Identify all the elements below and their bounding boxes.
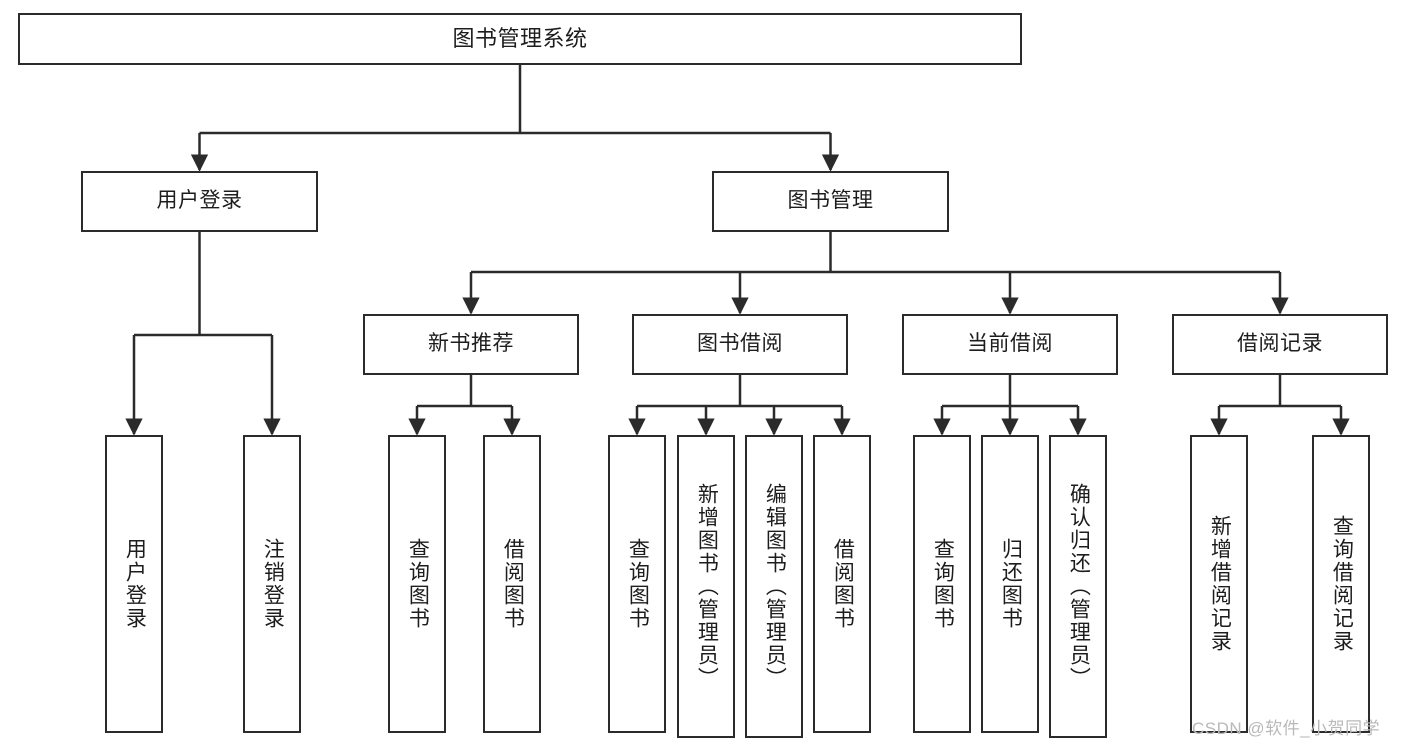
node-current[interactable]: 当前借阅 (902, 314, 1118, 375)
node-l-logout[interactable]: 注销登录 (243, 435, 301, 733)
node-label: 注销登录 (261, 538, 285, 630)
node-label: 编辑图书（管理员） (763, 483, 787, 690)
node-l-login[interactable]: 用户登录 (105, 435, 163, 733)
node-label: 新书推荐 (428, 332, 514, 356)
node-login[interactable]: 用户登录 (81, 171, 318, 232)
node-label: 查询图书 (931, 538, 955, 630)
node-l-rc-add[interactable]: 新增借阅记录 (1190, 435, 1248, 733)
node-l-rc-query[interactable]: 查询借阅记录 (1312, 435, 1370, 733)
node-root[interactable]: 图书管理系统 (18, 13, 1022, 65)
node-label: 用户登录 (156, 189, 243, 213)
node-l-cu-query[interactable]: 查询图书 (913, 435, 971, 733)
node-bookmgmt[interactable]: 图书管理 (712, 171, 949, 232)
node-l-cu-return[interactable]: 归还图书 (981, 435, 1039, 733)
node-newbook[interactable]: 新书推荐 (363, 314, 579, 375)
node-label: 借阅图书 (501, 538, 525, 630)
node-l-bk-borrow[interactable]: 借阅图书 (813, 435, 871, 733)
node-label: 借阅图书 (831, 538, 855, 630)
node-label: 图书管理系统 (452, 26, 588, 52)
node-label: 查询图书 (406, 538, 430, 630)
node-l-cu-confirm[interactable]: 确认归还（管理员） (1049, 435, 1107, 738)
node-l-bk-add[interactable]: 新增图书（管理员） (677, 435, 735, 738)
node-label: 查询图书 (626, 538, 650, 630)
node-label: 查询借阅记录 (1330, 515, 1354, 653)
node-label: 图书管理 (787, 189, 874, 213)
node-label: 新增借阅记录 (1208, 515, 1232, 653)
node-l-nb-borrow[interactable]: 借阅图书 (483, 435, 541, 733)
node-label: 用户登录 (123, 538, 147, 630)
node-records[interactable]: 借阅记录 (1172, 314, 1388, 375)
node-label: 借阅记录 (1237, 332, 1323, 356)
watermark-label: CSDN @软件_小贺同学 (1192, 719, 1381, 738)
node-l-bk-query[interactable]: 查询图书 (608, 435, 666, 733)
node-label: 新增图书（管理员） (695, 483, 719, 690)
node-label: 图书借阅 (697, 332, 783, 356)
node-label: 归还图书 (999, 538, 1023, 630)
node-borrow[interactable]: 图书借阅 (632, 314, 848, 375)
node-l-bk-edit[interactable]: 编辑图书（管理员） (745, 435, 803, 738)
node-l-nb-query[interactable]: 查询图书 (388, 435, 446, 733)
node-label: 确认归还（管理员） (1067, 483, 1091, 690)
node-label: 当前借阅 (967, 332, 1053, 356)
